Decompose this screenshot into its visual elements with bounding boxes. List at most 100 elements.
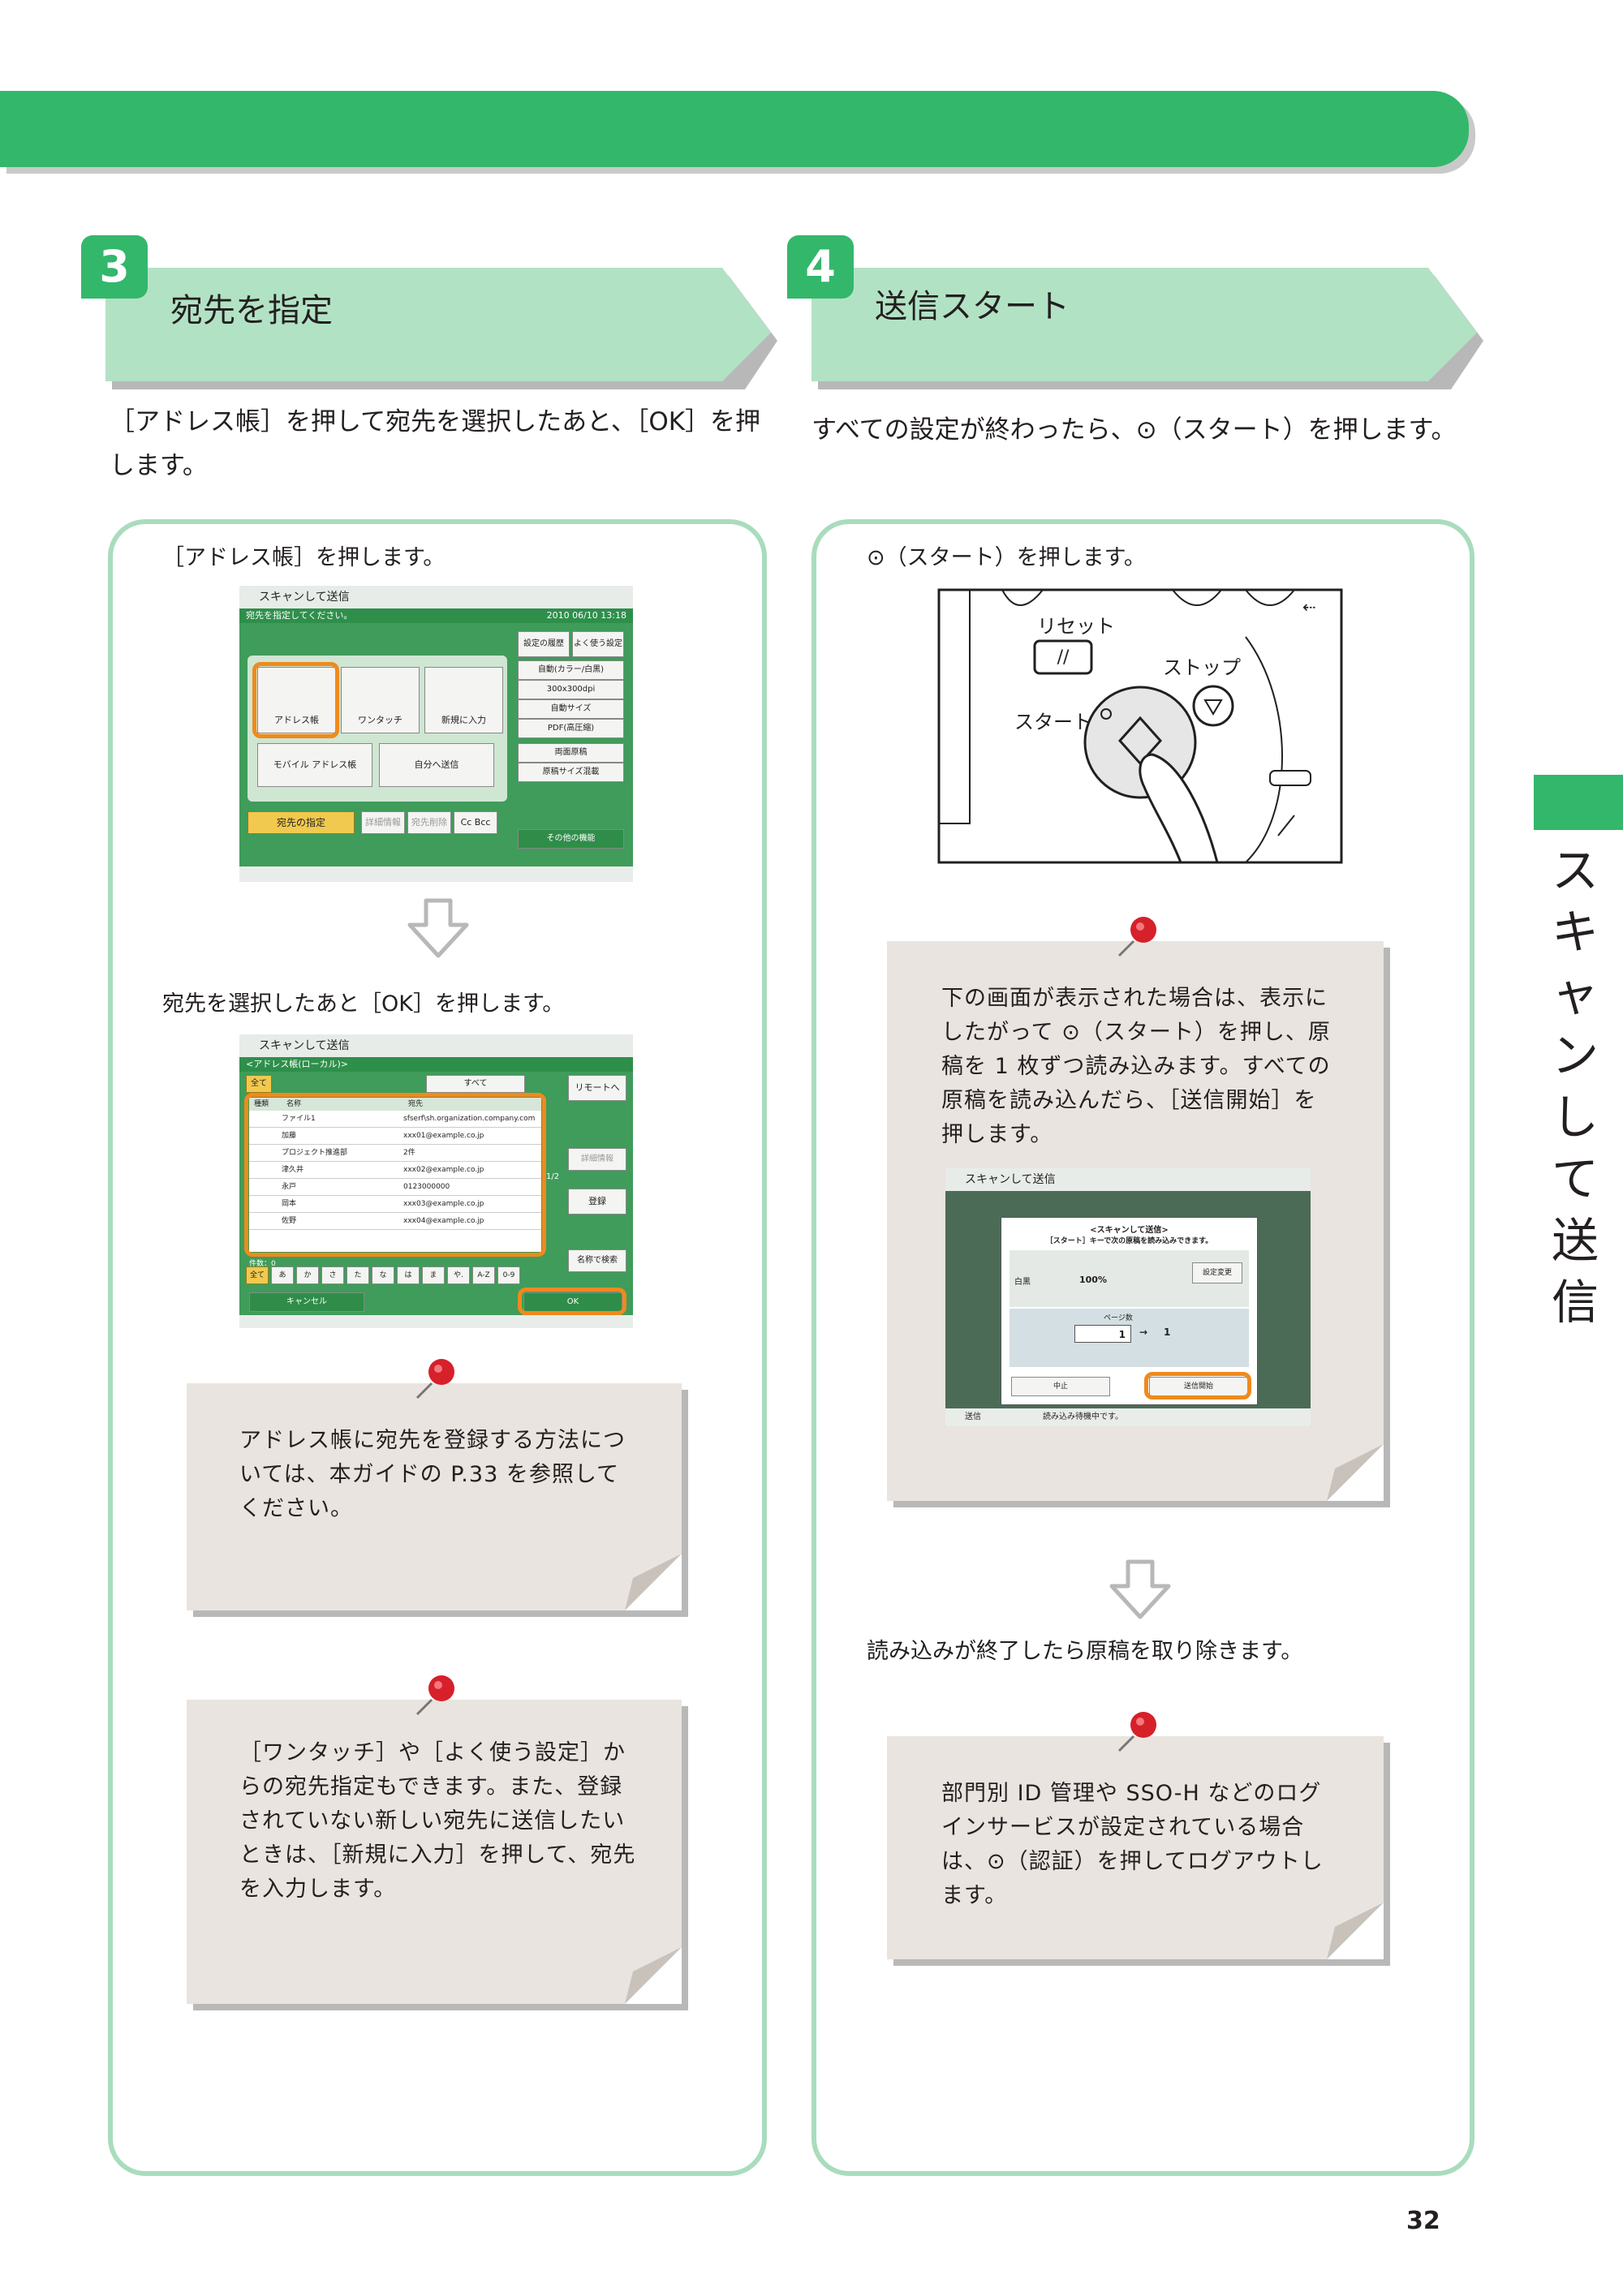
note-register-address xyxy=(187,1383,682,1610)
screen1-datetime: 2010 06/10 13:18 xyxy=(546,610,626,621)
size-setting[interactable]: 自動サイズ xyxy=(518,699,624,719)
screen2-subtitle: <アドレス帳(ローカル)> xyxy=(239,1057,633,1072)
page-number: 32 xyxy=(1406,2207,1440,2235)
control-panel-illustration: // ⇠ xyxy=(937,588,1343,864)
screen-send-main: スキャンして送信 宛先を指定してください。 2010 06/10 13:18 ア… xyxy=(239,586,633,882)
arrow-right-icon: → xyxy=(1139,1326,1148,1338)
scan-dialog: <スキャンして送信> ［スタート］キーで次の原稿を読み込みできます。 白黒 10… xyxy=(1001,1217,1258,1405)
cc-bcc-button[interactable]: Cc Bcc xyxy=(454,811,497,834)
detail-button[interactable]: 詳細情報 xyxy=(361,811,405,834)
abort-button[interactable]: 中止 xyxy=(1011,1377,1110,1396)
search-by-name-button[interactable]: 名称で検索 xyxy=(568,1249,626,1272)
kana-ha[interactable]: は xyxy=(397,1266,420,1284)
dialog-title: <スキャンして送信> xyxy=(1090,1226,1169,1235)
step4-heading: 送信スタート xyxy=(875,288,1070,325)
reset-label: リセット xyxy=(1037,615,1115,638)
note-logout xyxy=(887,1736,1384,1959)
svg-text://: // xyxy=(1057,647,1070,668)
page-count-label: ページ数 xyxy=(1104,1314,1133,1322)
pushpin-icon xyxy=(1117,1712,1156,1752)
kana-ya[interactable]: や. xyxy=(447,1266,470,1284)
kana-sa[interactable]: さ xyxy=(321,1266,344,1284)
page-curl-icon xyxy=(1327,1444,1384,1501)
duplex-setting[interactable]: 両面原稿 xyxy=(518,743,624,763)
color-mode: 白黒 xyxy=(1014,1278,1031,1287)
change-setting-button[interactable]: 設定変更 xyxy=(1192,1262,1242,1283)
remote-button[interactable]: リモートへ xyxy=(568,1075,626,1101)
step3-instruction-1: ［アドレス帳］を押します。 xyxy=(162,545,446,570)
kana-all[interactable]: 全て xyxy=(246,1266,269,1284)
svg-text:⇠: ⇠ xyxy=(1302,597,1316,617)
page-from[interactable]: 1 xyxy=(1074,1325,1131,1343)
step3-heading: 宛先を指定 xyxy=(170,292,333,329)
one-touch-button[interactable]: ワンタッチ xyxy=(341,667,420,733)
ok-highlight xyxy=(518,1288,626,1315)
screen2-title: スキャンして送信 xyxy=(239,1034,633,1057)
other-functions-button[interactable]: その他の機能 xyxy=(518,829,624,849)
step3-instruction-2: 宛先を選択したあと［OK］を押します。 xyxy=(162,991,565,1017)
screen1-status: 宛先を指定してください。 xyxy=(246,610,353,621)
kana-az[interactable]: A-Z xyxy=(472,1266,495,1284)
note-other-methods xyxy=(187,1700,682,2004)
result-count: 件数：0 xyxy=(249,1260,276,1268)
mixed-size-setting[interactable]: 原稿サイズ混載 xyxy=(518,763,624,782)
ratio: 100% xyxy=(1079,1275,1107,1285)
kana-09[interactable]: 0-9 xyxy=(497,1266,520,1284)
detail-info-button[interactable]: 詳細情報 xyxy=(568,1148,626,1171)
note-logout-text: 部門別 ID 管理や SSO-H などのログインサービスが設定されている場合は、… xyxy=(941,1781,1324,1908)
page-indicator: 1/2 xyxy=(546,1172,560,1181)
page-curl-icon xyxy=(625,1947,682,2004)
screen-address-book: スキャンして送信 <アドレス帳(ローカル)> 全て すべて リモートへ 種類 名… xyxy=(239,1034,633,1328)
pushpin-icon xyxy=(415,1359,454,1400)
page-curl-icon xyxy=(625,1554,682,1610)
kana-ma[interactable]: ま xyxy=(422,1266,445,1284)
footer-left: 送信 xyxy=(965,1412,981,1421)
screen3-title: スキャンして送信 xyxy=(945,1168,1311,1191)
register-button[interactable]: 登録 xyxy=(568,1189,626,1215)
scan-status: 読み込み待機中です。 xyxy=(1043,1412,1123,1421)
mobile-address-book-button[interactable]: モバイル アドレス帳 xyxy=(257,743,372,787)
stop-label: ストップ xyxy=(1163,656,1241,679)
note-other-methods-text: ［ワンタッチ］や［よく使う設定］からの宛先指定もできます。また、登録されていない… xyxy=(239,1740,636,1902)
ok-button[interactable]: OK xyxy=(523,1292,622,1312)
side-tab xyxy=(1534,775,1623,830)
send-to-myself-button[interactable]: 自分へ送信 xyxy=(379,743,494,787)
cancel-button[interactable]: キャンセル xyxy=(249,1292,364,1312)
history-button[interactable]: 設定の履歴 xyxy=(518,631,570,657)
note-scan-pages-text: 下の画面が表示された場合は、表示にしたがって ⊙（スタート）を押し、原稿を 1 … xyxy=(941,986,1331,1147)
kana-a[interactable]: あ xyxy=(271,1266,294,1284)
color-setting[interactable]: 自動(カラー/白黒) xyxy=(518,660,624,680)
favorites-button[interactable]: よく使う設定 xyxy=(572,631,624,657)
kana-index: 全て あ か さ た な は ま や. A-Z 0-9 xyxy=(246,1266,520,1284)
column-type: 種類 xyxy=(254,1100,269,1108)
pushpin-icon xyxy=(1117,917,1156,957)
filter-all-button[interactable]: 全て xyxy=(246,1075,272,1093)
address-book-button[interactable]: アドレス帳 xyxy=(257,667,336,733)
new-entry-button[interactable]: 新規に入力 xyxy=(424,667,503,733)
destination-tab[interactable]: 宛先の指定 xyxy=(248,811,355,834)
side-section-title: スキャンして送信 xyxy=(1551,843,1599,1330)
type-dropdown[interactable]: すべて xyxy=(426,1075,525,1093)
kana-na[interactable]: な xyxy=(372,1266,394,1284)
down-arrow-icon xyxy=(1109,1559,1171,1619)
kana-ka[interactable]: か xyxy=(296,1266,319,1284)
step3-banner xyxy=(105,268,777,389)
screen-scan-next: スキャンして送信 <スキャンして送信> ［スタート］キーで次の原稿を読み込みでき… xyxy=(945,1168,1311,1426)
delete-destination-button[interactable]: 宛先削除 xyxy=(407,811,451,834)
format-setting[interactable]: PDF(高圧縮) xyxy=(518,719,624,738)
page-curl-icon xyxy=(1327,1903,1384,1959)
pushpin-icon xyxy=(415,1675,454,1716)
dialog-message: ［スタート］キーで次の原稿を読み込みできます。 xyxy=(1045,1237,1213,1245)
note-register-address-text: アドレス帳に宛先を登録する方法については、本ガイドの P.33 を参照してくださ… xyxy=(239,1428,626,1521)
step3-intro: ［アドレス帳］を押して宛先を選択したあと、［OK］を押します。 xyxy=(110,407,761,480)
resolution-setting[interactable]: 300x300dpi xyxy=(518,680,624,699)
page-to: 1 xyxy=(1164,1326,1171,1338)
kana-ta[interactable]: た xyxy=(347,1266,369,1284)
